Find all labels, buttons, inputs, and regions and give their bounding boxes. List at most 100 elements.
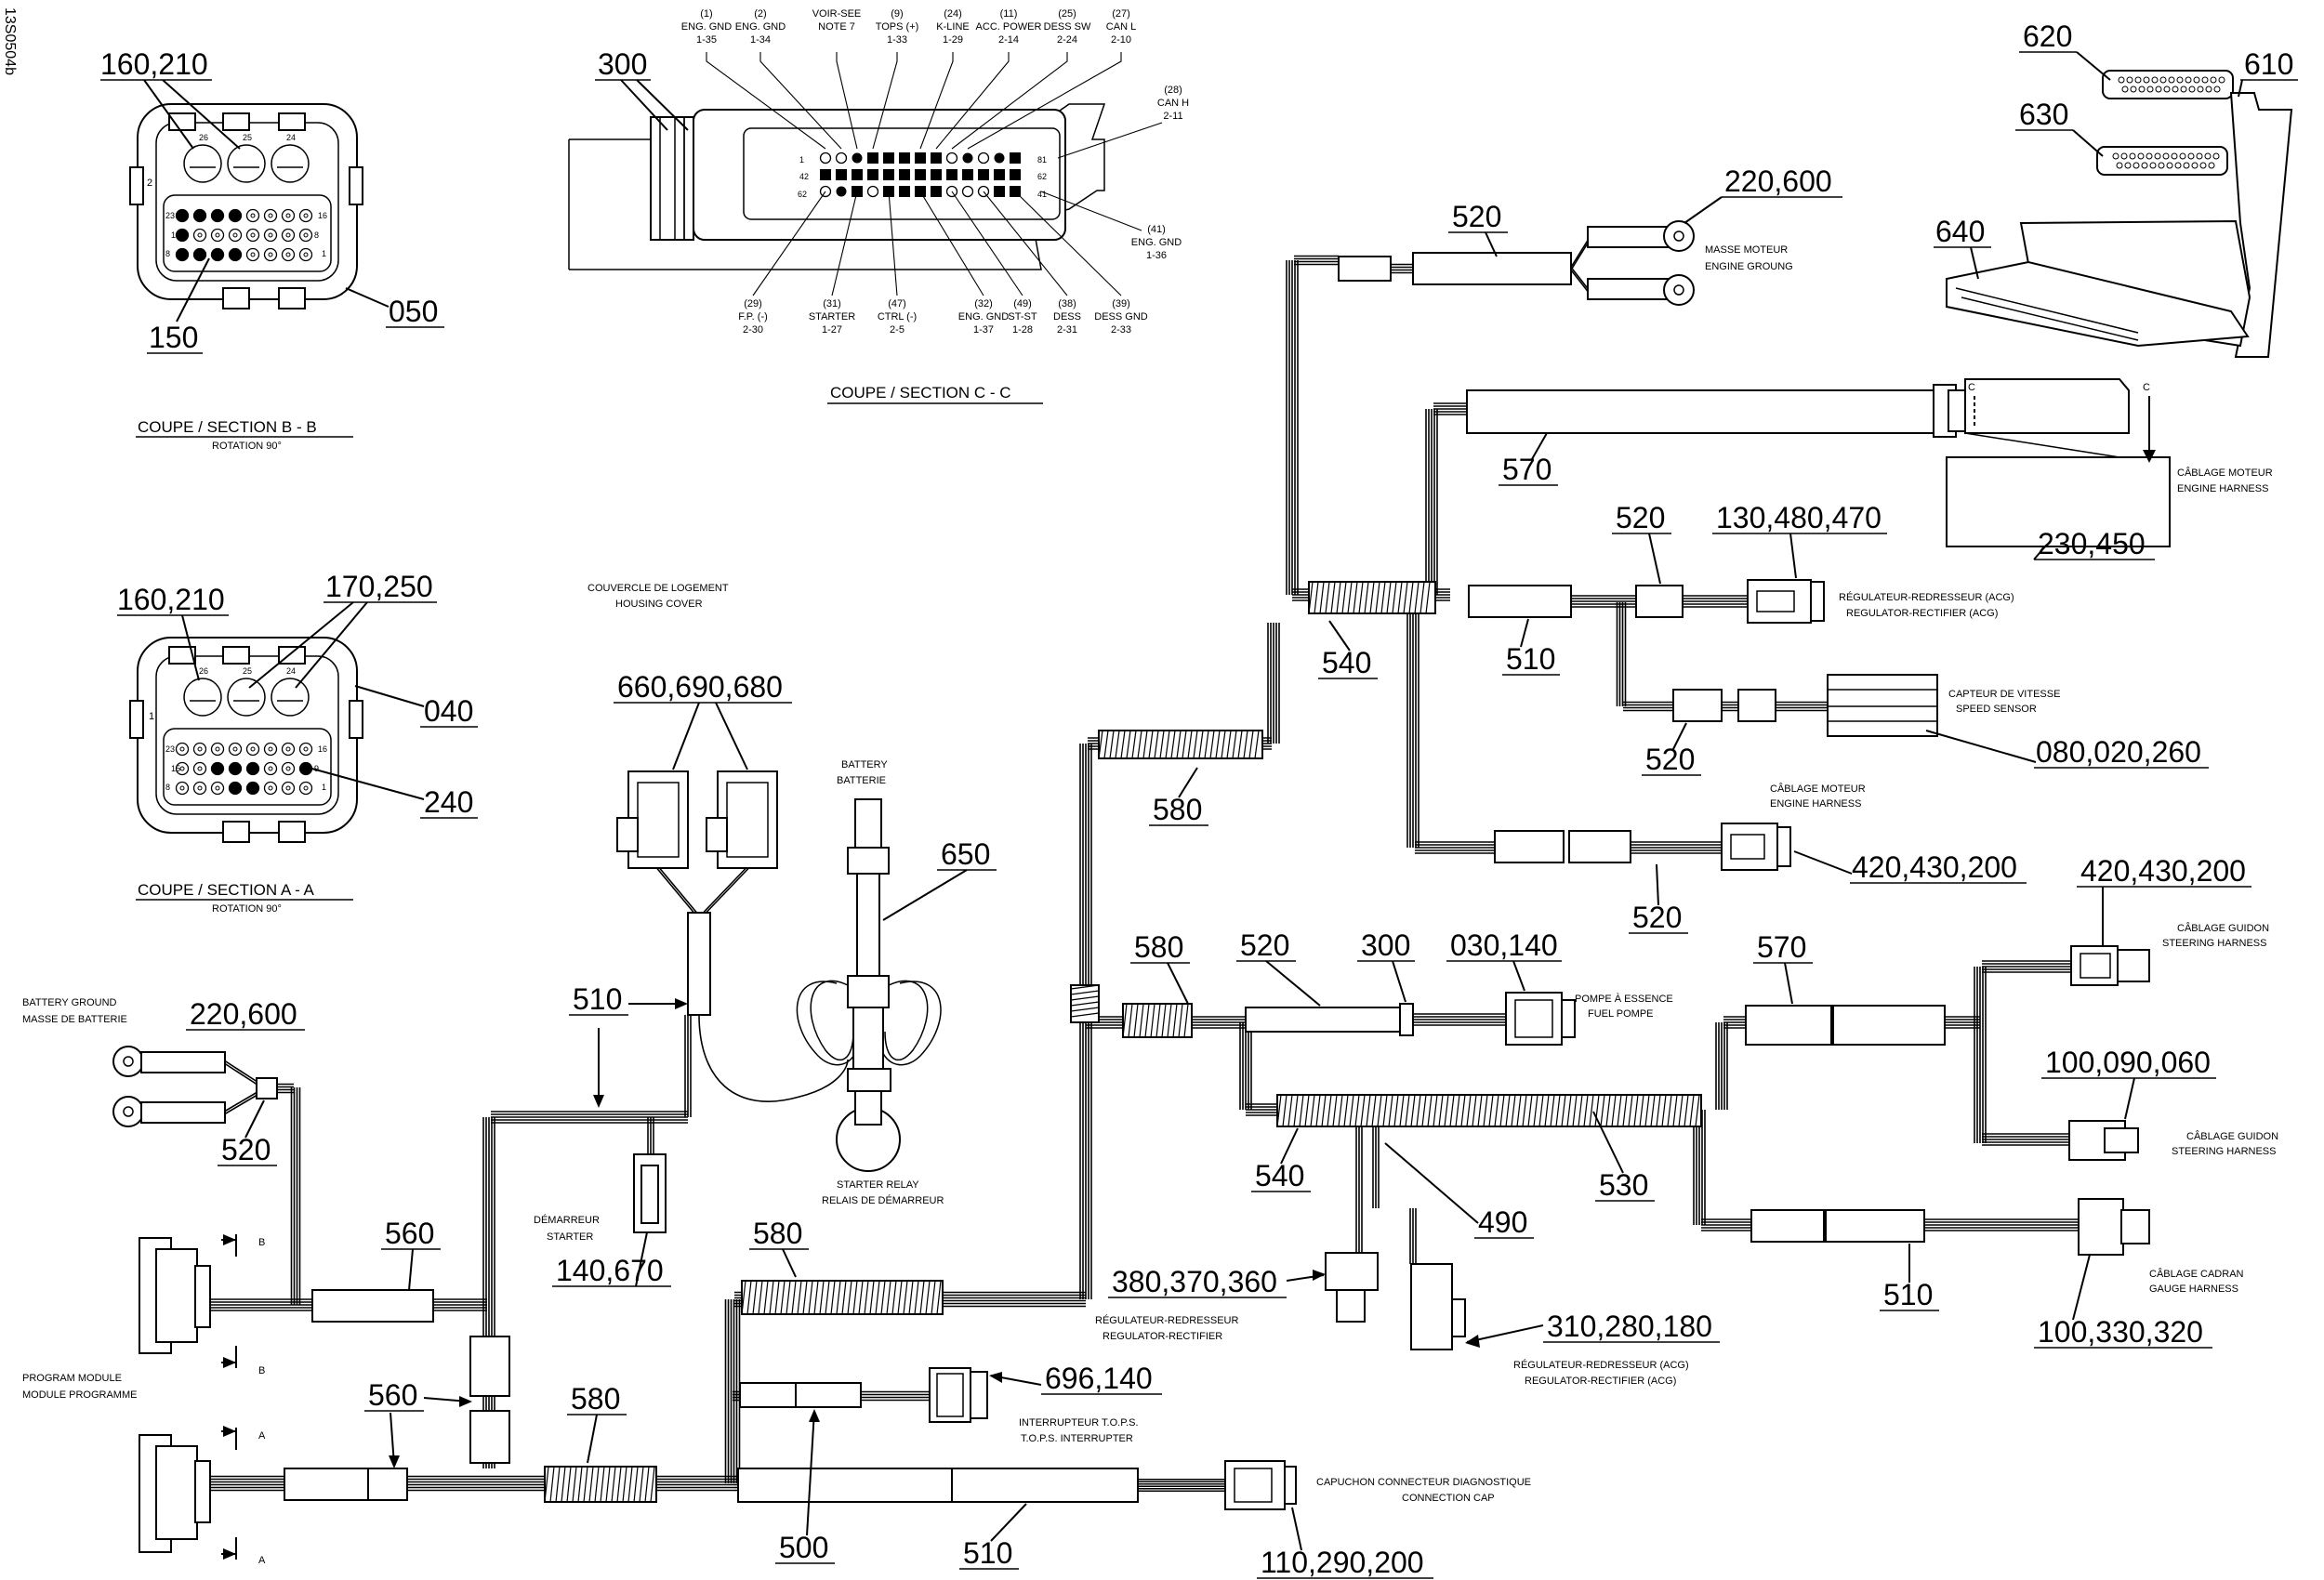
connector-pin: [2116, 162, 2123, 169]
tape-stripe: [561, 1466, 566, 1503]
tape-stripe: [774, 1280, 780, 1315]
callout-530: 530: [1599, 1168, 1648, 1202]
caption-tops-fr: INTERRUPTEUR T.O.P.S.: [1019, 1417, 1139, 1429]
section-a-rotation: ROTATION 90°: [212, 903, 282, 915]
caption-fuel-pump-fr: POMPE À ESSENCE: [1575, 993, 1673, 1005]
ecm-pin-label: VOIR-SEE: [812, 8, 862, 20]
callout-100-090-060: 100,090,060: [2045, 1046, 2211, 1079]
pin-label: 25: [243, 133, 252, 142]
callout-620: 620: [2023, 20, 2072, 53]
tape-stripe: [780, 1280, 786, 1315]
connector-pin: [2130, 86, 2137, 93]
tape-stripe: [627, 1466, 633, 1503]
tape-stripe: [594, 1466, 600, 1503]
tape-stripe: [847, 1280, 852, 1315]
connector-pin-hole: [250, 252, 256, 257]
connector-pin: [2126, 76, 2133, 84]
section-mark-c-left: C: [1968, 382, 1975, 393]
caption-battery-ground-fr: MASSE DE BATTERIE: [22, 1014, 127, 1025]
ecm-pin-leader: [836, 52, 858, 150]
ecm-pin-label: CAN L: [1106, 21, 1136, 33]
ecm-pin-leader: [752, 191, 826, 296]
caption-engine-harness-a-en: ENGINE HARNESS: [2177, 483, 2268, 494]
tape-stripe: [1120, 730, 1126, 759]
connector-pin-hole: [215, 746, 220, 752]
tape-stripe: [825, 1280, 830, 1315]
tape-stripe: [903, 1280, 908, 1315]
connector-pin: [2146, 152, 2153, 160]
ecm-pin-label: NOTE 7: [818, 21, 855, 33]
tape-stripe: [936, 1280, 942, 1315]
callout-080-020-260: 080,020,260: [2036, 735, 2201, 769]
ecm-pin-label: (38): [1058, 298, 1076, 309]
connector-pin: [175, 228, 190, 243]
connector-pin: [192, 761, 207, 776]
tape-stripe: [1319, 581, 1325, 614]
ecm-pin-label: 2-10: [1111, 34, 1131, 46]
tape-stripe: [1377, 1094, 1382, 1127]
connector-pin: [175, 208, 190, 223]
tape-stripe: [1170, 730, 1176, 759]
caption-reg-acg-top-en: REGULATOR-RECTIFIER (ACG): [1846, 608, 1998, 619]
connector-pin: [2141, 162, 2148, 169]
connector-pin: [2166, 162, 2173, 169]
tape-stripe: [1310, 1094, 1315, 1127]
ecm-pin: [836, 186, 847, 197]
ecm-pin: [931, 152, 942, 164]
tape-stripe: [1527, 1094, 1533, 1127]
section-mark-b-bottom: B: [258, 1365, 265, 1376]
caption-engine-ground-en: ENGINE GROUNG: [1705, 261, 1793, 272]
tape-stripe: [925, 1280, 931, 1315]
ecm-pin: [835, 151, 848, 165]
relay-sockets: [616, 770, 778, 1016]
tape-stripe: [786, 1280, 791, 1315]
connector-pin-hole: [197, 232, 203, 238]
connector-pin: [210, 781, 225, 796]
starter-relay: [796, 798, 942, 1172]
engine-harness-570: [1466, 378, 2171, 547]
ecm-pin-label: 2-24: [1057, 34, 1077, 46]
callout-130-480-470: 130,480,470: [1716, 501, 1882, 534]
tape-stripe: [1139, 1003, 1144, 1038]
connector-pin: [281, 761, 296, 776]
caption-battery-fr: BATTERIE: [837, 775, 886, 786]
ecm-pin-label: STARTER: [809, 311, 855, 323]
tape-stripe: [1667, 1094, 1672, 1127]
speed-sensor-connector: [1672, 674, 1938, 737]
tape-stripe: [622, 1466, 627, 1503]
connector-pin: [192, 208, 207, 223]
connector-pin: [245, 228, 260, 243]
connector-pin-hole: [215, 785, 220, 791]
ecm-pin-leader: [967, 52, 1122, 150]
connector-pin: [2199, 162, 2207, 169]
tape-stripe: [555, 1466, 561, 1503]
tape-stripe: [1399, 1094, 1405, 1127]
connector-pin: [2149, 162, 2157, 169]
connector-pin-hole: [285, 213, 291, 218]
ecm-pin-leader: [706, 52, 826, 150]
ecm-pin: [931, 169, 942, 180]
connector-pin: [281, 208, 296, 223]
tape-stripe: [1336, 581, 1341, 614]
ecm-pin-label: (9): [891, 8, 903, 20]
tape-stripe: [1644, 1094, 1650, 1127]
tape-stripe: [1248, 730, 1254, 759]
callout-140-670: 140,670: [556, 1254, 664, 1287]
ecm-pin: [883, 169, 894, 180]
caption-steering-a-fr: CÂBLAGE GUIDON: [2177, 922, 2269, 934]
callout-500: 500: [779, 1531, 828, 1564]
ecm-pin: [1010, 169, 1021, 180]
tape-stripe: [791, 1280, 797, 1315]
tape-stripe: [583, 1466, 588, 1503]
tape-stripe: [616, 1466, 622, 1503]
ecm-pin: [961, 185, 974, 198]
ecm-pin-label: 2-5: [890, 324, 905, 336]
connector-pin: [228, 742, 243, 757]
tape-stripe: [1499, 1094, 1505, 1127]
tape-stripe: [841, 1280, 847, 1315]
connector-pin: [2180, 86, 2187, 93]
tape-stripe: [1159, 730, 1165, 759]
connector-pin: [2143, 76, 2150, 84]
tape-stripe: [1215, 730, 1221, 759]
tape-stripe: [908, 1280, 914, 1315]
